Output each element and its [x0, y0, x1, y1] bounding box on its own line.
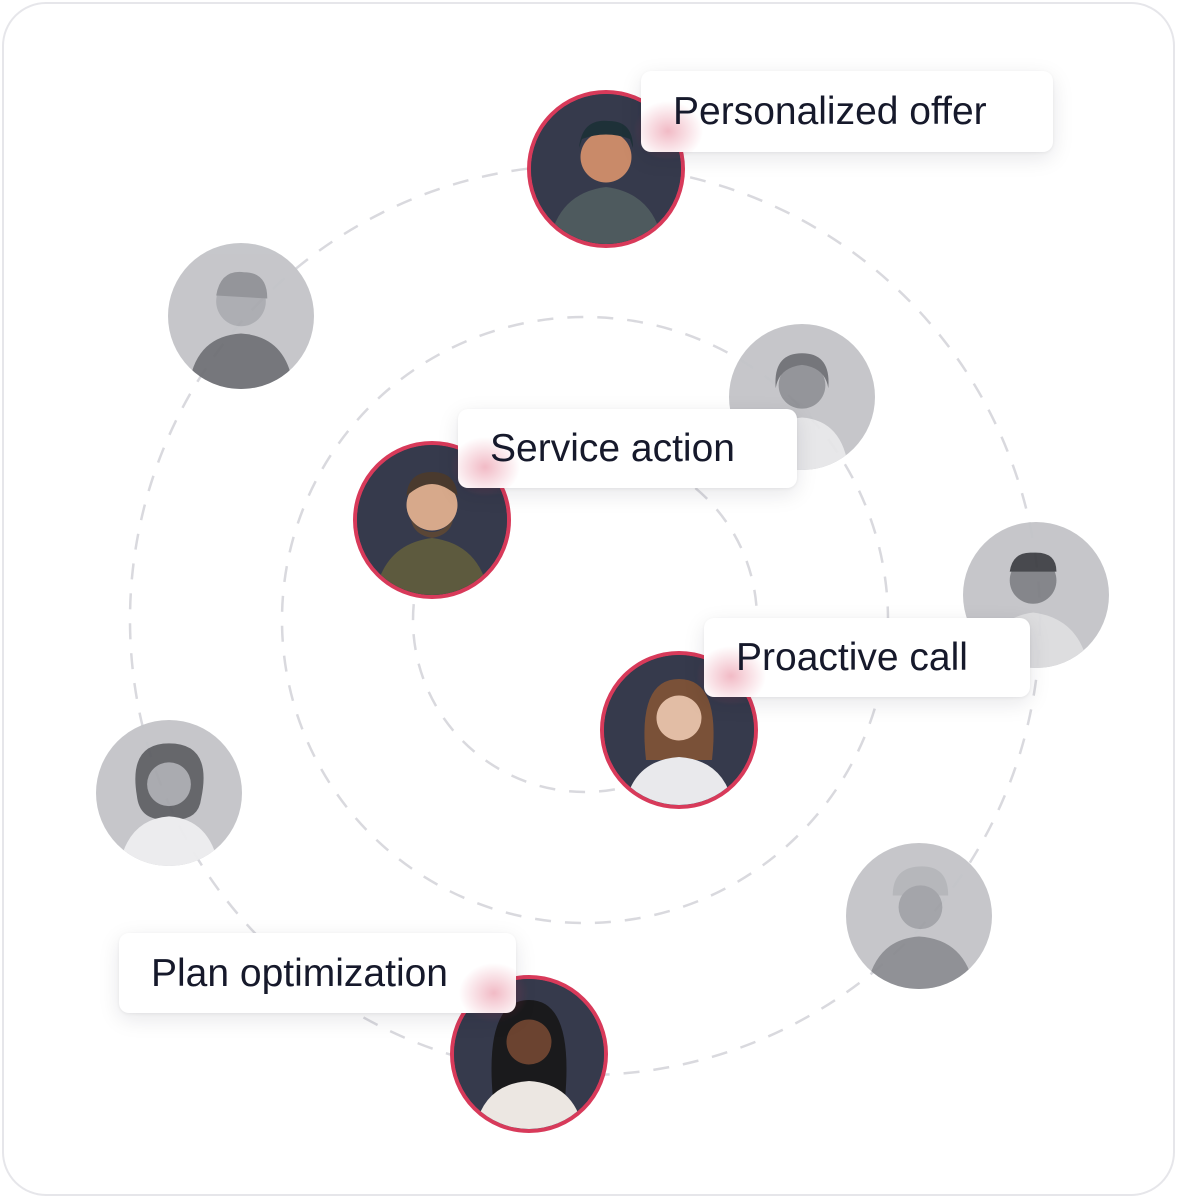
- label-proactive-call: Proactive call: [696, 618, 1030, 706]
- avatar-inactive-4: [96, 720, 242, 866]
- avatar-inactive-2: [729, 324, 875, 470]
- label-plan-optimization: Plan optimization: [119, 933, 529, 1023]
- avatar-inactive-5: [846, 843, 992, 989]
- person-avatar-icon: [188, 271, 294, 389]
- person-avatar-icon: [866, 866, 975, 989]
- label-personalized-offer: Personalized offer: [633, 71, 1053, 161]
- person-avatar-icon: [357, 445, 507, 595]
- personalized-offer-text: Personalized offer: [673, 90, 987, 133]
- plan-optimization-text: Plan optimization: [151, 951, 448, 995]
- service-action-text: Service action: [490, 427, 735, 470]
- person-avatar-icon: [531, 94, 681, 244]
- proactive-call-text: Proactive call: [736, 636, 968, 679]
- person-avatar-icon: [119, 743, 219, 866]
- avatar-personalized-offer[interactable]: [527, 90, 685, 248]
- label-service-action: Service action: [450, 409, 797, 497]
- avatar-inactive-1: [168, 243, 314, 389]
